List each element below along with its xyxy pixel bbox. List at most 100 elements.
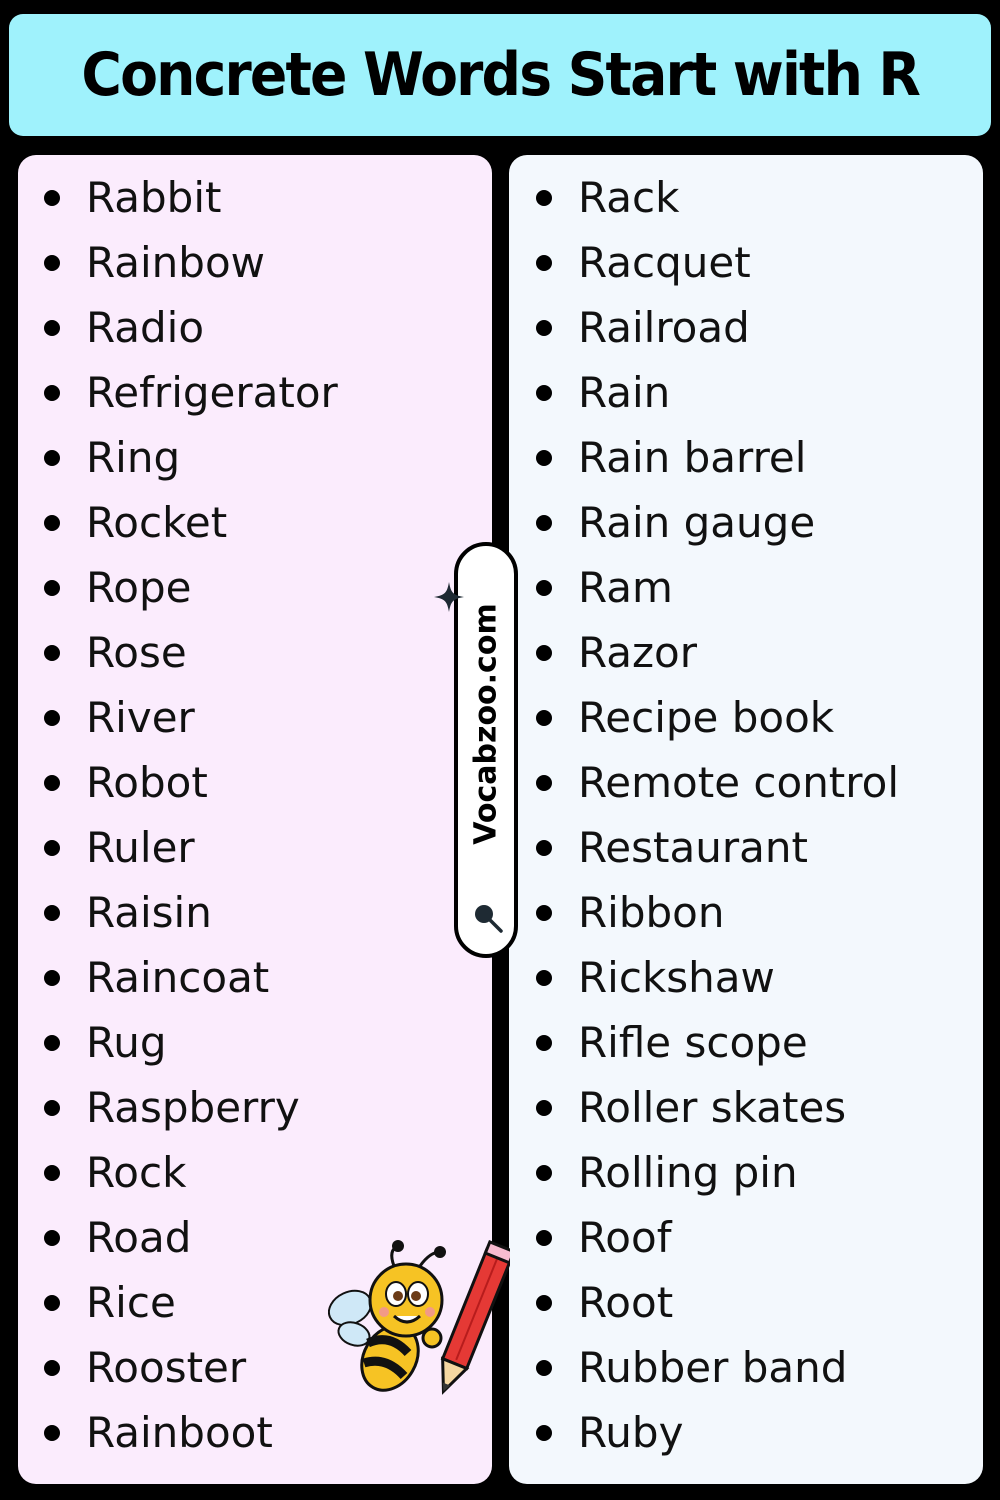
list-item-label: Rice [86,1278,176,1327]
bullet-icon [536,839,552,856]
bullet-icon [536,709,552,726]
list-item: Railroad [536,295,899,360]
list-item: Rug [44,1010,338,1075]
list-item-label: Rack [578,173,680,222]
list-item: Rooster [44,1335,338,1400]
bullet-icon [536,774,552,791]
list-item-label: Racquet [578,238,751,287]
list-item-label: Robot [86,758,208,807]
bullet-icon [44,579,60,596]
list-item: Robot [44,750,338,815]
list-item: Ruler [44,815,338,880]
list-item: Restaurant [536,815,899,880]
list-item: Rain gauge [536,490,899,555]
list-item: Rocket [44,490,338,555]
list-item-label: Rope [86,563,192,612]
bullet-icon [44,319,60,336]
bullet-icon [44,709,60,726]
list-item-label: Rifle scope [578,1018,808,1067]
bullet-icon [44,1164,60,1181]
list-item: Rice [44,1270,338,1335]
list-item: Roller skates [536,1075,899,1140]
list-item-label: Raincoat [86,953,270,1002]
list-item-label: Rain barrel [578,433,807,482]
list-item: Raincoat [44,945,338,1010]
list-item-label: Root [578,1278,674,1327]
bullet-icon [536,384,552,401]
bullet-icon [44,644,60,661]
bullet-icon [536,449,552,466]
bullet-icon [536,1294,552,1311]
list-item-label: Rocket [86,498,228,547]
list-item: Roof [536,1205,899,1270]
list-item: Rope [44,555,338,620]
list-item: Rainbow [44,230,338,295]
list-item-label: Rabbit [86,173,222,222]
bullet-icon [44,839,60,856]
bullet-icon [536,644,552,661]
bullet-icon [536,1034,552,1051]
bullet-icon [44,1294,60,1311]
bullet-icon [536,319,552,336]
list-item-label: Ribbon [578,888,725,937]
list-item: Rabbit [44,165,338,230]
list-item-label: Raisin [86,888,212,937]
list-item: Rain barrel [536,425,899,490]
list-item: Raspberry [44,1075,338,1140]
list-item: Road [44,1205,338,1270]
bullet-icon [44,449,60,466]
list-item: Ribbon [536,880,899,945]
list-item: Rickshaw [536,945,899,1010]
list-item-label: Ram [578,563,673,612]
list-item-label: Rose [86,628,187,677]
list-item-label: Remote control [578,758,899,807]
list-item: Remote control [536,750,899,815]
list-item-label: Restaurant [578,823,808,872]
bullet-icon [536,189,552,206]
list-item: Rock [44,1140,338,1205]
list-item-label: Ruler [86,823,195,872]
list-item: Rolling pin [536,1140,899,1205]
list-item-label: Razor [578,628,698,677]
list-item-label: Rubber band [578,1343,848,1392]
list-item-label: Rickshaw [578,953,775,1002]
bullet-icon [536,1164,552,1181]
list-item: Refrigerator [44,360,338,425]
bullet-icon [536,254,552,271]
watermark-badge: Vocabzoo.com [454,542,518,958]
list-item: Rose [44,620,338,685]
list-item-label: Rooster [86,1343,247,1392]
list-item-label: Railroad [578,303,750,352]
bullet-icon [44,904,60,921]
bullet-icon [44,254,60,271]
page-title: Concrete Words Start with R [81,40,921,110]
list-item-label: Rolling pin [578,1148,798,1197]
bullet-icon [536,1099,552,1116]
list-item-label: Ring [86,433,181,482]
bullet-icon [44,384,60,401]
watermark-text: Vocabzoo.com [468,603,504,845]
title-banner: Concrete Words Start with R [9,14,991,136]
magnifier-icon [475,905,503,933]
bullet-icon [536,514,552,531]
list-item: Radio [44,295,338,360]
list-item-label: Roller skates [578,1083,847,1132]
bullet-icon [536,1359,552,1376]
list-item: Rainboot [44,1400,338,1465]
bullet-icon [536,579,552,596]
list-item: Raisin [44,880,338,945]
list-item-label: Radio [86,303,205,352]
bullet-icon [44,774,60,791]
bee-with-pencil-icon [328,1239,510,1395]
bullet-icon [44,1229,60,1246]
list-item-label: Raspberry [86,1083,300,1132]
list-item-label: Rainbow [86,238,265,287]
list-item: River [44,685,338,750]
list-item: Rifle scope [536,1010,899,1075]
list-item: Racquet [536,230,899,295]
bullet-icon [536,1424,552,1441]
bullet-icon [44,1099,60,1116]
list-item-label: Rock [86,1148,187,1197]
